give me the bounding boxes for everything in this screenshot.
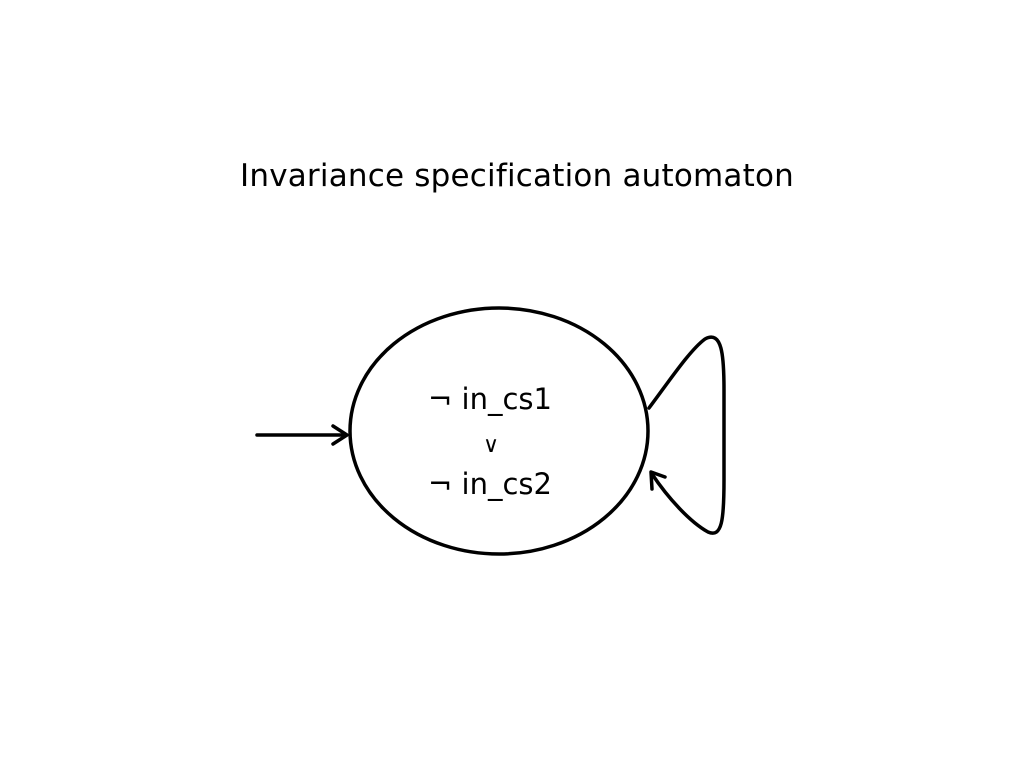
diagram-title: Invariance specification automaton (240, 158, 794, 194)
self-loop-arrow (647, 335, 726, 535)
state-label-or-symbol: ∨ (483, 433, 499, 458)
state-label-line-2: ¬ in_cs2 (428, 467, 552, 501)
state-label-line-1: ¬ in_cs1 (428, 382, 552, 416)
initial-arrow (255, 424, 349, 446)
state-node (348, 306, 650, 556)
